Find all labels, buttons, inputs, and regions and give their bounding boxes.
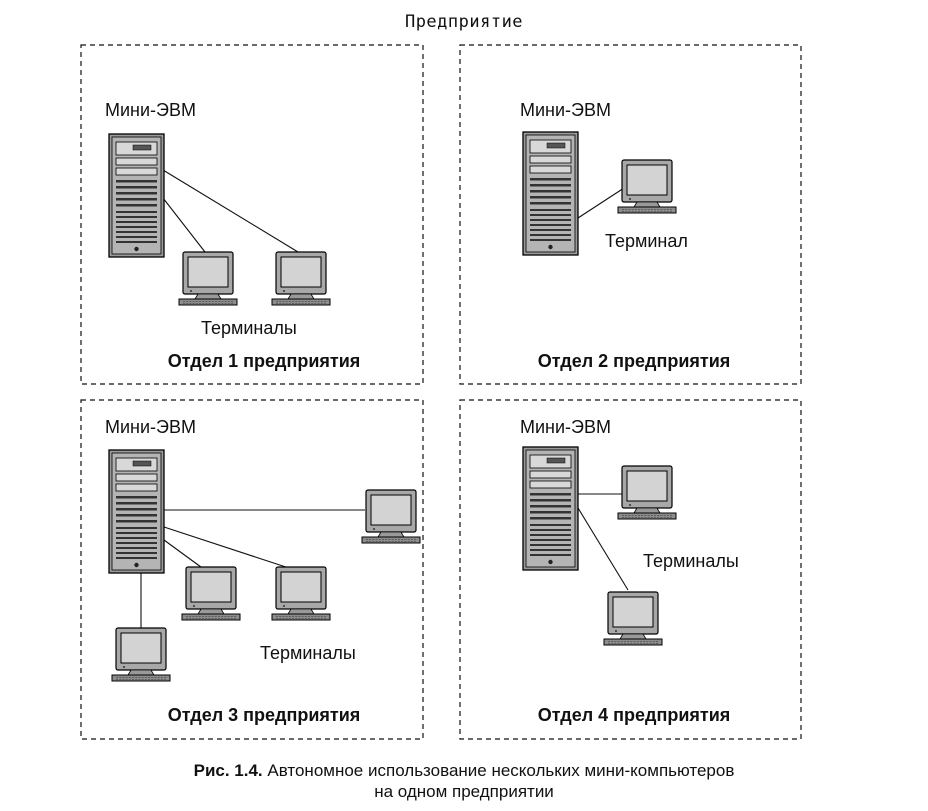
server-label-3: Мини-ЭВМ [105, 417, 196, 437]
figure-label: Рис. 1.4. [193, 761, 263, 780]
terminal-3a [361, 489, 421, 544]
department-title-3: Отдел 3 предприятия [168, 705, 361, 725]
department-4-box [459, 399, 802, 740]
terminal-3d [111, 627, 171, 682]
department-title-2: Отдел 2 предприятия [538, 351, 731, 371]
server-label-2: Мини-ЭВМ [520, 100, 611, 120]
department-boxes [80, 44, 802, 740]
terminals-label-4: Терминалы [643, 551, 739, 571]
mini-computer-3 [108, 449, 165, 574]
enterprise-network-diagram: Мини-ЭВМ Терминалы Отдел 1 предприятия М… [80, 44, 802, 740]
terminal-2 [617, 159, 677, 214]
department-title-4: Отдел 4 предприятия [538, 705, 731, 725]
mini-computer-1 [108, 133, 165, 258]
caption-line-2: на одном предприятии [374, 782, 554, 801]
terminal-3c [271, 566, 331, 621]
figure-caption: Рис. 1.4. Автономное использование неско… [0, 760, 928, 802]
enterprise-title: Предприятие [404, 12, 524, 32]
department-1-box [80, 44, 424, 385]
department-2-box [459, 44, 802, 385]
terminal-4b [603, 591, 663, 646]
terminal-1a [178, 251, 238, 306]
mini-computer-2 [522, 131, 579, 256]
terminals-label-1: Терминалы [201, 318, 297, 338]
caption-line-1: Автономное использование нескольких мини… [267, 761, 735, 780]
terminal-3b [181, 566, 241, 621]
terminals-label-3: Терминалы [260, 643, 356, 663]
server-label-1: Мини-ЭВМ [105, 100, 196, 120]
server-label-4: Мини-ЭВМ [520, 417, 611, 437]
department-title-1: Отдел 1 предприятия [168, 351, 361, 371]
terminal-1b [271, 251, 331, 306]
terminal-4a [617, 465, 677, 520]
mini-computer-4 [522, 446, 579, 571]
terminals-label-2: Терминал [605, 231, 688, 251]
department-3-box [80, 399, 424, 740]
connection-lines [140, 169, 629, 630]
